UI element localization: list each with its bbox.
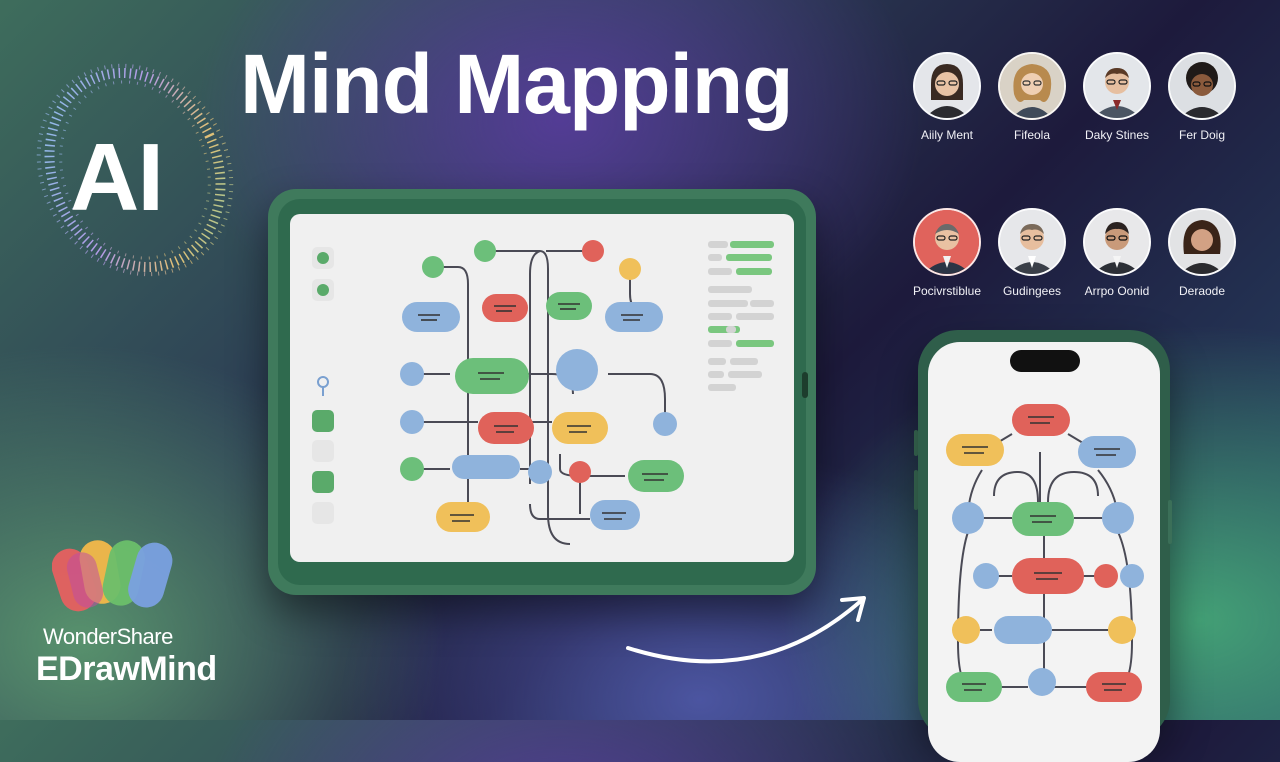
tablet-nodes: [400, 240, 684, 532]
phone-notch: [1010, 350, 1080, 372]
tablet-mind-map: [312, 240, 774, 545]
team-member[interactable]: Gudingees: [982, 208, 1082, 298]
avatar: [1168, 52, 1236, 120]
arrow-curve-icon: [626, 596, 866, 664]
member-name: Arrpo Oonid: [1084, 284, 1150, 298]
member-name: Gudingees: [1002, 284, 1062, 298]
tablet-device: [268, 189, 816, 595]
brand-product: EDrawMind: [36, 650, 217, 688]
phone-button: [1168, 500, 1172, 544]
logo-icon: [52, 540, 173, 612]
avatar: [998, 208, 1066, 276]
avatar: [1168, 208, 1236, 276]
member-name: Aiily Ment: [920, 128, 973, 142]
team-member[interactable]: Fer Doig: [1152, 52, 1252, 142]
ai-badge: AI: [70, 124, 164, 231]
team-member[interactable]: Aiily Ment: [897, 52, 997, 142]
tablet-screen: [290, 214, 794, 562]
member-name: Pocivrstiblue: [912, 284, 982, 298]
tablet-side-button: [802, 372, 808, 398]
avatar: [998, 52, 1066, 120]
phone-button: [914, 430, 918, 456]
tablet-toolbar: [312, 247, 334, 524]
sparkle-ring-icon: [36, 63, 234, 277]
member-name: Deraode: [1178, 284, 1226, 298]
phone-button: [914, 470, 918, 510]
avatar: [1083, 52, 1151, 120]
phone-screen: [928, 342, 1160, 762]
team-member[interactable]: Deraode: [1152, 208, 1252, 298]
page-title: Mind Mapping: [240, 37, 794, 131]
avatar: [913, 208, 981, 276]
avatar: [1083, 208, 1151, 276]
team-member[interactable]: Daky Stines: [1067, 52, 1167, 142]
member-name: Fifeola: [1013, 128, 1051, 142]
team-member[interactable]: Fifeola: [982, 52, 1082, 142]
phone-nodes: [946, 404, 1144, 702]
team-member[interactable]: Arrpo Oonid: [1067, 208, 1167, 298]
phone-mind-map: [946, 404, 1144, 702]
phone-device: [918, 330, 1170, 762]
member-name: Fer Doig: [1178, 128, 1225, 142]
team-member[interactable]: Pocivrstiblue: [897, 208, 997, 298]
avatar: [913, 52, 981, 120]
brand-company: WonderShare: [43, 624, 173, 649]
tablet-side-panel: [708, 241, 774, 391]
member-name: Daky Stines: [1084, 128, 1150, 142]
